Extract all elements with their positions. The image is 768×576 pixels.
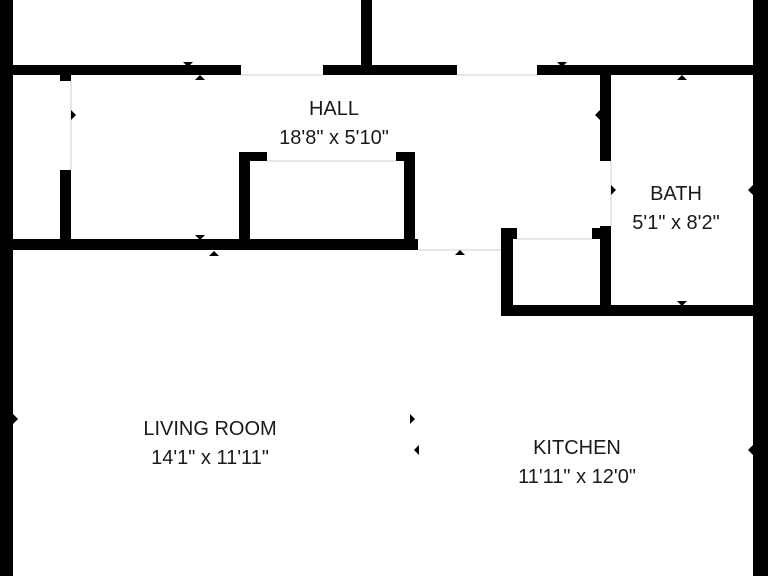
- room-name-living-room: LIVING ROOM: [143, 418, 277, 440]
- wall-left: [0, 0, 13, 576]
- marker-arrow: [13, 414, 18, 424]
- wall-bath-bottom: [501, 305, 753, 316]
- wall-kitchen-closet-top-right: [592, 228, 611, 239]
- room-label-hall: HALL 18'8" x 5'10": [279, 95, 389, 153]
- wall-hall-top-1: [13, 65, 241, 75]
- wall-bath-left-upper: [600, 65, 611, 161]
- dimension-markers: [13, 62, 753, 455]
- wall-right: [753, 0, 768, 576]
- wall-hall-left-upper: [60, 65, 71, 81]
- marker-arrow: [183, 62, 193, 67]
- marker-arrow: [414, 445, 419, 455]
- room-label-bath: BATH 5'1" x 8'2": [632, 180, 719, 238]
- wall-kitchen-closet-left: [501, 228, 513, 316]
- wall-closet-right: [404, 152, 415, 244]
- marker-arrow: [410, 414, 415, 424]
- marker-arrow: [748, 445, 753, 455]
- room-label-kitchen: KITCHEN 11'11" x 12'0": [518, 434, 636, 492]
- room-size-hall: 18'8" x 5'10": [279, 127, 389, 149]
- wall-closet-left: [239, 152, 250, 244]
- marker-arrow: [71, 110, 76, 120]
- room-label-living-room: LIVING ROOM 14'1" x 11'11": [143, 415, 276, 473]
- marker-arrow: [595, 110, 600, 120]
- wall-hall-bottom: [13, 239, 418, 250]
- room-size-bath: 5'1" x 8'2": [632, 212, 720, 234]
- wall-hall-top-2: [323, 65, 457, 75]
- room-name-bath: BATH: [650, 183, 702, 205]
- marker-arrow: [748, 185, 753, 195]
- marker-arrow: [195, 235, 205, 240]
- room-name-kitchen: KITCHEN: [533, 437, 621, 459]
- room-size-living-room: 14'1" x 11'11": [151, 447, 269, 469]
- marker-arrow: [209, 251, 219, 256]
- wall-hall-top-3: [537, 65, 753, 75]
- wall-closet-top-left: [239, 152, 267, 161]
- room-size-kitchen: 11'11" x 12'0": [518, 466, 636, 488]
- wall-bath-left-lower: [600, 226, 611, 310]
- wall-top-stub: [361, 0, 372, 72]
- room-name-hall: HALL: [308, 98, 360, 120]
- marker-arrow: [677, 301, 687, 306]
- marker-arrow: [557, 62, 567, 67]
- marker-arrow: [455, 250, 465, 255]
- marker-arrow: [677, 75, 687, 80]
- door-openings: [70, 74, 612, 251]
- marker-arrow: [611, 185, 616, 195]
- marker-arrow: [195, 75, 205, 80]
- wall-hall-left-lower: [60, 170, 71, 250]
- wall-kitchen-closet-top-left: [501, 228, 517, 239]
